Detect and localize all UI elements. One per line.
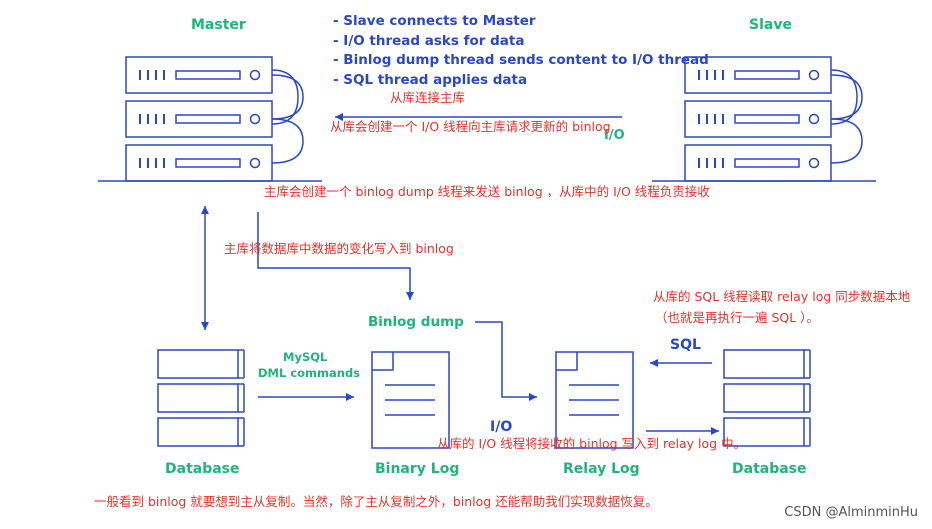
- note-write-binlog: 主库将数据库中数据的变化写入到 binlog: [224, 241, 454, 256]
- slave-server-stack-icon: [652, 56, 876, 182]
- binlog-dump-label: Binlog dump: [368, 314, 464, 330]
- write-binlog-arrow: [257, 212, 414, 300]
- step-item: - Binlog dump thread sends content to I/…: [333, 52, 709, 68]
- master-database-icon: [157, 349, 245, 447]
- slave-label: Slave: [749, 17, 792, 33]
- master-label: Master: [191, 17, 246, 33]
- note-io-write-relay: 从库的 I/O 线程将接收的 binlog 写入到 relay log 中。: [437, 436, 747, 451]
- arrows: [201, 113, 719, 435]
- step-item: - Slave connects to Master: [333, 13, 536, 29]
- database-right-label: Database: [732, 461, 807, 477]
- relay-log-label: Relay Log: [563, 461, 640, 477]
- binlog-dump-arrow: [475, 321, 537, 401]
- watermark: CSDN @AlminminHu: [784, 505, 918, 520]
- note-sql-thread-line2: （也就是再执行一遍 SQL ）。: [655, 310, 819, 325]
- step-item: - I/O thread asks for data: [333, 32, 525, 49]
- io-bottom-label: I/O: [490, 419, 513, 435]
- note-sql-thread-line1: 从库的 SQL 线程读取 relay log 同步数据本地: [653, 289, 911, 304]
- io-top-label: I/O: [604, 128, 625, 143]
- note-slave-connect: 从库连接主库: [390, 90, 466, 105]
- mysql-dml-label-line1: MySQL: [283, 350, 328, 364]
- relay-log-document-icon: [555, 351, 634, 449]
- binary-log-label: Binary Log: [375, 461, 460, 477]
- replication-steps-list: - Slave connects to Master - I/O thread …: [333, 12, 709, 90]
- note-io-request: 从库会创建一个 I/O 线程向主库请求更新的 binlog: [330, 119, 611, 134]
- sql-label: SQL: [670, 337, 701, 353]
- step-item: - SQL thread applies data: [333, 71, 528, 88]
- mysql-dml-label-line2: DML commands: [258, 366, 361, 380]
- database-left-label: Database: [165, 461, 240, 477]
- master-server-stack-icon: [98, 56, 322, 182]
- note-summary: 一般看到 binlog 就要想到主从复制。当然，除了主从复制之外，binlog …: [94, 494, 658, 509]
- slave-database-icon: [723, 349, 811, 447]
- binary-log-document-icon: [371, 351, 450, 449]
- note-dump-thread: 主库会创建一个 binlog dump 线程来发送 binlog ，从库中的 I…: [264, 184, 710, 199]
